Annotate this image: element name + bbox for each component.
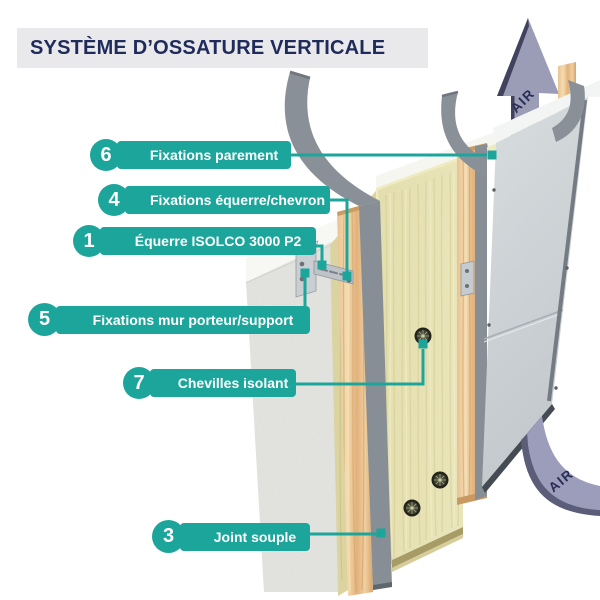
insulation-anchor [403,499,421,517]
leader-dot [418,339,428,349]
leader-chevilles-isolant [296,349,425,386]
insulation-anchor [431,471,449,489]
wall-fixation-screw [299,276,305,282]
leader-dot [376,528,386,538]
callout-number-badge: 5 [28,303,61,336]
callout-label: Fixations parement [117,141,291,169]
page-title: SYSTÈME D’OSSATURE VERTICALE [30,36,386,59]
joint-souple-curl-back [552,80,585,142]
callout-label: Fixations mur porteur/support [56,306,310,334]
insulation-anchors [403,327,449,517]
leader-fixations-equerre-chevron [330,198,349,272]
leader-equerre-isolco [316,244,324,261]
joint-souple-strip-left [284,70,392,590]
callout-label: Chevilles isolant [150,369,296,397]
callout-label: Joint souple [180,523,310,551]
insulation-panel [378,159,463,572]
callout-number-badge: 1 [73,225,105,257]
leader-lines [291,153,487,536]
joint-souple-curl-left [284,72,380,206]
leader-dot [300,268,310,278]
air-arrow-up: AIR [497,18,559,142]
callout-number-badge: 3 [152,520,185,553]
title-bar: SYSTÈME D’OSSATURE VERTICALE [17,28,428,68]
callout-label: Équerre ISOLCO 3000 P2 [100,227,316,255]
leader-dots [300,150,497,538]
callout-label: Fixations équerre/chevron [125,186,330,214]
wall-fixation-screw [299,261,305,267]
air-ribbon-bottom: AIR [521,416,600,516]
callout-number-badge: 7 [123,367,155,399]
isolco-bracket-right [460,260,475,297]
callout-number-badge: 4 [98,184,130,216]
callout-number-badge: 6 [90,139,122,171]
leader-dot [317,260,327,270]
leader-dot [487,150,497,160]
leader-dot [342,271,352,281]
